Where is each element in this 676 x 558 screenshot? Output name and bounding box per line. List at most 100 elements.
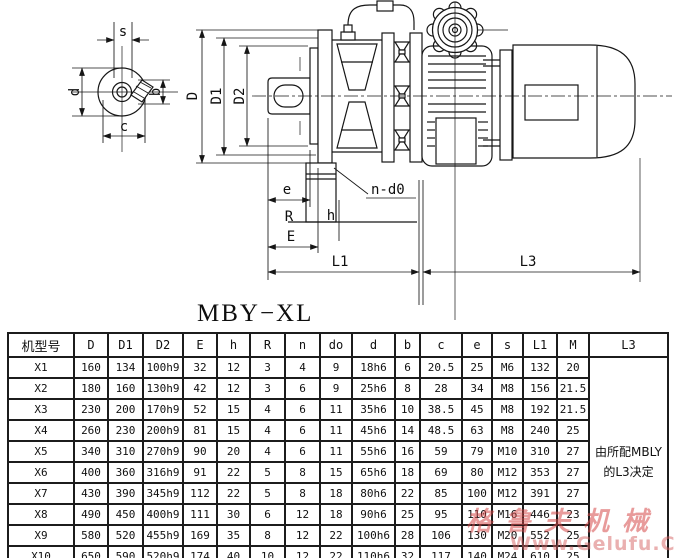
dim-label-c: c — [120, 119, 128, 135]
table-cell: 28 — [420, 378, 462, 399]
table-cell: 80 — [462, 462, 492, 483]
table-cell: 15 — [320, 462, 352, 483]
dim-label-e: e — [283, 182, 291, 198]
table-cell: 42 — [183, 378, 217, 399]
table-cell: 6 — [285, 378, 320, 399]
table-cell: 27 — [557, 441, 589, 462]
table-cell: M24 — [492, 546, 523, 558]
table-cell: 22 — [320, 546, 352, 558]
variator-body — [421, 45, 493, 167]
table-cell: 192 — [523, 399, 557, 420]
table-cell: 455h9 — [143, 525, 183, 546]
table-cell: 63 — [462, 420, 492, 441]
breather-conduit — [340, 0, 415, 41]
pump-box — [435, 117, 477, 165]
table-cell: 18h6 — [352, 357, 395, 378]
table-cell: 21.5 — [557, 399, 589, 420]
table-cell: 3 — [250, 378, 285, 399]
table-cell: 400 — [74, 462, 108, 483]
table-cell: 15 — [217, 420, 250, 441]
table-cell: 140 — [462, 546, 492, 558]
table-cell: 230 — [74, 399, 108, 420]
dim-label-E: E — [287, 229, 295, 245]
table-cell: 45 — [462, 399, 492, 420]
table-cell: M8 — [492, 420, 523, 441]
table-cell: 450 — [108, 504, 143, 525]
table-cell: 25 — [395, 504, 420, 525]
table-cell: 12 — [285, 546, 320, 558]
dim-label-D1: D1 — [209, 88, 225, 105]
table-cell: 34 — [462, 378, 492, 399]
table-cell: 6 — [285, 441, 320, 462]
table-cell: 25 — [462, 357, 492, 378]
table-cell: 100h6 — [352, 525, 395, 546]
table-cell: 20 — [217, 441, 250, 462]
table-cell: 174 — [183, 546, 217, 558]
table-cell: 25 — [557, 420, 589, 441]
table-cell: 160 — [74, 357, 108, 378]
column-header-L3: L3 — [589, 333, 668, 357]
table-cell: 200h9 — [143, 420, 183, 441]
table-cell: X8 — [8, 504, 74, 525]
table-cell: X3 — [8, 399, 74, 420]
column-header-D2: D2 — [143, 333, 183, 357]
table-cell: 25 — [557, 525, 589, 546]
table-cell: 8 — [285, 483, 320, 504]
table-cell: 310 — [108, 441, 143, 462]
table-cell: 25 — [557, 546, 589, 558]
table-cell: 240 — [523, 420, 557, 441]
table-cell: 22 — [395, 483, 420, 504]
table-cell: 22 — [217, 462, 250, 483]
table-cell: 11 — [320, 420, 352, 441]
motor — [512, 44, 636, 159]
table-cell: 520 — [108, 525, 143, 546]
key-section — [130, 79, 154, 103]
table-cell: 65h6 — [352, 462, 395, 483]
table-cell: 360 — [108, 462, 143, 483]
table-cell: 132 — [523, 357, 557, 378]
drawing-title: MBY−XL — [197, 300, 313, 327]
table-cell: 169 — [183, 525, 217, 546]
terminal-box — [524, 84, 579, 121]
junction-box — [376, 0, 394, 12]
column-header-do: do — [320, 333, 352, 357]
table-cell: 130h9 — [143, 378, 183, 399]
dim-label-nd0: n-d0 — [371, 182, 405, 198]
table-cell: 310 — [523, 441, 557, 462]
table-cell: 353 — [523, 462, 557, 483]
table-cell: 85 — [420, 483, 462, 504]
table-cell: 6 — [285, 420, 320, 441]
table-cell: X4 — [8, 420, 74, 441]
table-cell: M8 — [492, 378, 523, 399]
table-cell: X1 — [8, 357, 74, 378]
table-cell: 40 — [217, 546, 250, 558]
table-cell: 80h6 — [352, 483, 395, 504]
table-cell: X5 — [8, 441, 74, 462]
column-header-s: s — [492, 333, 523, 357]
table-cell: 8 — [395, 378, 420, 399]
table-cell: 91 — [183, 462, 217, 483]
table-cell: 4 — [285, 357, 320, 378]
column-header-D1: D1 — [108, 333, 143, 357]
table-cell: 59 — [420, 441, 462, 462]
table-cell: M10 — [492, 441, 523, 462]
table-cell: 55h6 — [352, 441, 395, 462]
table-cell: 4 — [250, 441, 285, 462]
table-cell: 20 — [557, 357, 589, 378]
table-cell: 12 — [217, 378, 250, 399]
table-cell: 79 — [462, 441, 492, 462]
table-cell: 112 — [183, 483, 217, 504]
table-cell: 12 — [217, 357, 250, 378]
table-cell: 10 — [395, 399, 420, 420]
table-cell: 11 — [320, 441, 352, 462]
table-cell: 260 — [74, 420, 108, 441]
table-cell: 590 — [108, 546, 143, 558]
table-cell: 5 — [250, 483, 285, 504]
table-cell: X2 — [8, 378, 74, 399]
table-cell: 22 — [217, 483, 250, 504]
